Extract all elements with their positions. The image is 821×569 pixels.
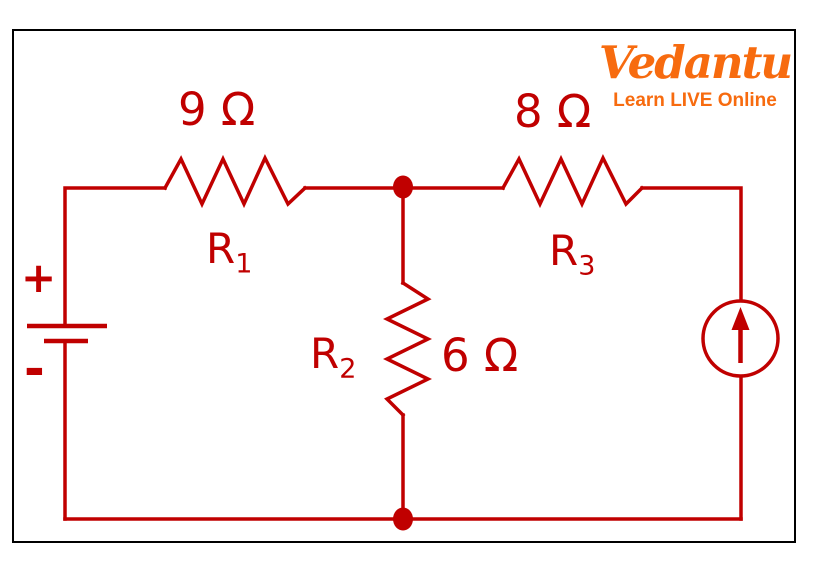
- vedantu-logo-wordmark: Vedantu: [598, 36, 793, 89]
- figure-border: [12, 29, 796, 543]
- battery-positive-sign: +: [21, 253, 57, 302]
- resistor2-zigzag: [383, 280, 432, 418]
- resistor2-name-label: R2: [310, 329, 357, 385]
- resistor3-value-label: 8 Ω: [514, 85, 592, 138]
- current-source-arrow-head: [731, 307, 750, 330]
- resistor1-value-label: 9 Ω: [178, 83, 256, 136]
- vedantu-logo: Vedantu Learn LIVE Online: [594, 38, 796, 110]
- junction-dot-bottom: [393, 507, 413, 531]
- battery-negative-sign: -: [24, 340, 45, 398]
- resistor1-name-label: R1: [206, 224, 253, 280]
- junction-dot-top: [393, 175, 413, 199]
- resistor1-zigzag: [162, 153, 308, 209]
- wire-top-right: [640, 186, 743, 303]
- resistor3-zigzag: [500, 153, 645, 209]
- resistor2-value-label: 6 Ω: [441, 329, 519, 382]
- resistor3-name-label: R3: [549, 226, 596, 282]
- vedantu-logo-tagline: Learn LIVE Online: [613, 89, 777, 111]
- wire-top-left: [63, 186, 167, 328]
